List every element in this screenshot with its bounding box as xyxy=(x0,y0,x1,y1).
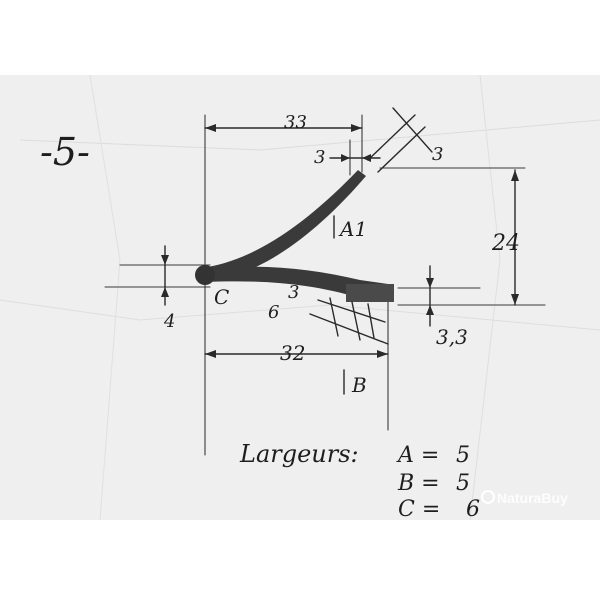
paper-crease-4 xyxy=(469,74,501,521)
widths-row-c-value: 6 xyxy=(466,497,480,522)
watermark-logo-icon xyxy=(481,490,495,504)
dimension-foot-thickness: 3,3 xyxy=(436,325,468,349)
spring-bend xyxy=(195,265,215,285)
arrowhead xyxy=(426,278,434,288)
dimension-height: 24 xyxy=(491,231,520,256)
section-label-b: B xyxy=(351,373,367,397)
dimension-tip-width: 3 xyxy=(432,144,443,165)
arrowhead xyxy=(426,305,434,315)
arrowhead xyxy=(161,255,169,265)
widths-row-a-value: 5 xyxy=(456,443,470,468)
arrowhead xyxy=(341,154,350,162)
widths-row-b-value: 5 xyxy=(456,471,470,496)
arrowhead xyxy=(377,350,388,358)
arrowhead xyxy=(511,294,519,305)
dimension-tick xyxy=(367,303,375,339)
arrowhead xyxy=(351,124,362,132)
dimension-top-gap: 3 xyxy=(314,147,325,168)
watermark-text: NaturaBuy xyxy=(497,490,568,506)
arrowhead xyxy=(205,124,216,132)
paper-sheet xyxy=(0,75,600,520)
dimension-line-tip-cross xyxy=(392,107,433,153)
section-label-a: A1 xyxy=(338,217,367,241)
dimension-tick xyxy=(351,301,361,341)
dimension-top-width: 33 xyxy=(284,112,307,133)
spring-lower-arm xyxy=(204,266,392,300)
arrowhead xyxy=(161,287,169,297)
paper-crease-3 xyxy=(89,74,121,521)
dimension-tick xyxy=(329,297,339,337)
dimension-bottom-width: 32 xyxy=(280,341,305,365)
dimension-line-foot-b xyxy=(309,313,389,345)
dimension-line-foot-a xyxy=(317,299,386,323)
widths-row-c-key: C = xyxy=(398,497,440,522)
spring-foot xyxy=(346,284,394,302)
widths-heading: Largeurs: xyxy=(239,440,359,468)
widths-row-a-key: A = xyxy=(396,443,439,468)
sheet-number: -5- xyxy=(40,130,90,174)
arrowhead xyxy=(511,170,519,181)
dimension-foot-gap-a: 3 xyxy=(288,282,299,303)
widths-row-b-key: B = xyxy=(397,471,440,496)
dimension-line-tip-a xyxy=(367,114,416,161)
arrowhead xyxy=(205,350,216,358)
dimension-left-thickness: 4 xyxy=(163,311,175,332)
paper-crease-1 xyxy=(19,119,600,151)
section-label-c: C xyxy=(214,285,229,309)
dimension-foot-gap-b: 6 xyxy=(268,302,279,323)
paper-crease-2 xyxy=(0,299,600,331)
